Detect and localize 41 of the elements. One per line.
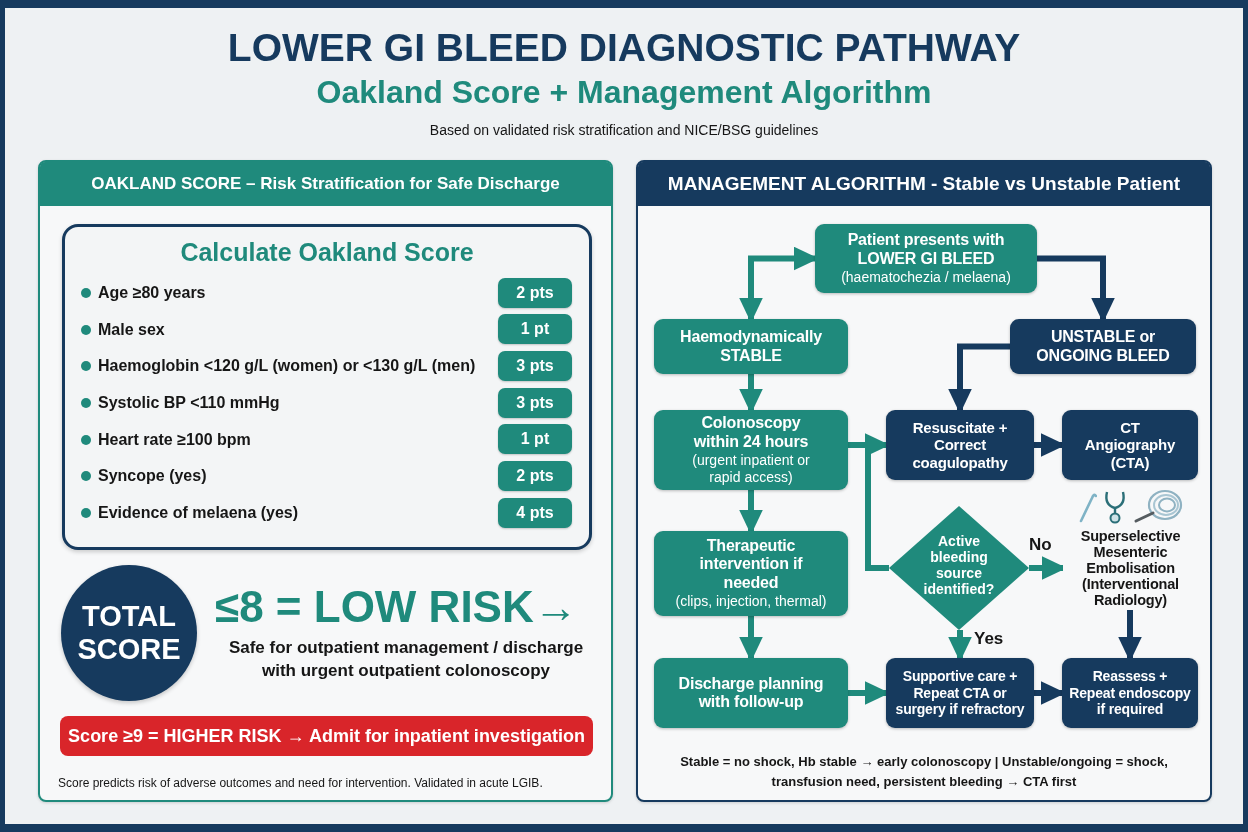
subtitle: Oakland Score + Management Algorithm — [316, 73, 932, 111]
points-badge: 4 pts — [498, 498, 572, 528]
risk-note: Safe for outpatient management / discharge with urgent outpatient colonoscopy — [227, 637, 585, 682]
process-box: CT Angiography (CTA) — [1062, 410, 1198, 480]
process-box: Patient presents with LOWER GI BLEED (haematochezia / melaena) — [815, 224, 1037, 293]
score-card — [62, 224, 592, 550]
criterion-text: Male sex — [98, 319, 165, 340]
points-badge: 2 pts — [498, 461, 572, 491]
decision-diamond: Active bleeding source identified? — [889, 506, 1029, 630]
footnote-text: Score predicts risk of adverse outcomes and need for intervention. Validated in acute LGIB. — [58, 775, 543, 791]
process-box: Reassess + Repeat endoscopy if required — [1062, 658, 1198, 728]
alert-bar: Score ≥9 = HIGHER RISK → Admit for inpatient investigation — [60, 716, 593, 756]
panel — [636, 160, 1212, 802]
points-badge: 3 pts — [498, 388, 572, 418]
panel-header: MANAGEMENT ALGORITHM - Stable vs Unstable Patient — [638, 162, 1210, 206]
risk-heading: ≤8 = LOW RISK→ — [215, 582, 578, 632]
score-circle: TOTAL SCORE — [61, 565, 197, 701]
procedure-text: Superselective Mesenteric Embolisation (Interventional Radiology) — [1063, 526, 1198, 610]
process-box: Therapeutic intervention if needed (clips, injection, thermal) — [654, 531, 848, 616]
criterion-text: Systolic BP <110 mmHg — [98, 393, 280, 413]
title: LOWER GI BLEED DIAGNOSTIC PATHWAY — [227, 25, 1021, 71]
points-badge: 3 pts — [498, 351, 572, 381]
criterion-text: Age ≥80 years — [98, 283, 206, 303]
process-box: Discharge planning with follow-up — [654, 658, 848, 728]
process-box: Supportive care + Repeat CTA or surgery if refractory — [886, 658, 1034, 728]
points-badge: 1 pt — [498, 424, 572, 454]
criterion-text: Syncope (yes) — [98, 466, 207, 487]
criterion-text: Evidence of melaena (yes) — [98, 503, 299, 523]
panel-header: OAKLAND SCORE – Risk Stratification for Safe Discharge — [40, 162, 611, 206]
process-box: Haemodynamically STABLE — [654, 319, 848, 374]
subtitle-note: Based on validated risk stratification and NICE/BSG guidelines — [429, 121, 819, 139]
panel — [38, 160, 613, 802]
process-box: Colonoscopy within 24 hours (urgent inpatient or rapid access) — [654, 410, 848, 490]
points-badge: 2 pts — [498, 278, 572, 308]
criterion-text: Heart rate ≥100 bpm — [98, 429, 251, 450]
criterion-text: Haemoglobin <120 g/L (women) or <130 g/L (men) — [98, 356, 476, 377]
footnote-text: Stable = no shock, Hb stable → early colonoscopy | Unstable/ongoing = shock, transfusion need, persistent bleeding → CTA first — [679, 753, 1169, 791]
points-badge: 1 pt — [498, 314, 572, 344]
process-box: Resuscitate + Correct coagulopathy — [886, 410, 1034, 480]
process-box: UNSTABLE or ONGOING BLEED — [1010, 319, 1196, 374]
card-heading: Calculate Oakland Score — [180, 237, 474, 267]
